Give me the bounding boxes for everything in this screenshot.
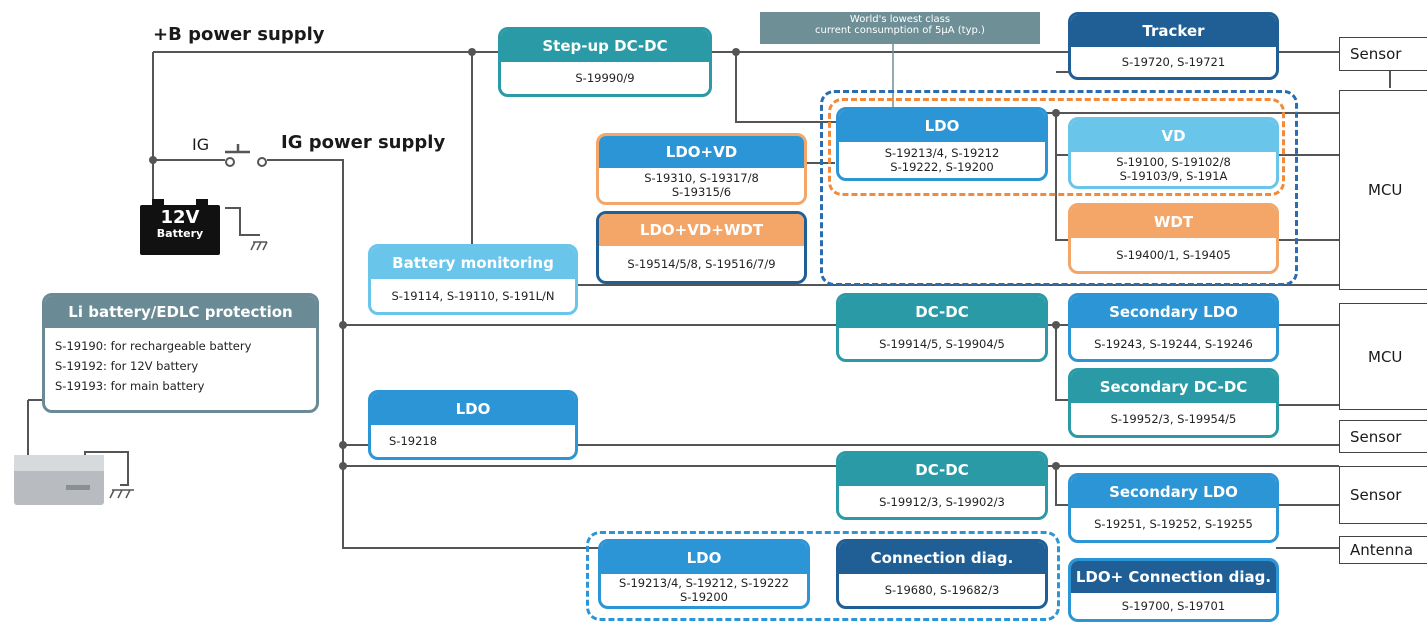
part-number: S-19912/3, S-19902/3 xyxy=(879,494,1005,509)
block-title: Secondary LDO xyxy=(1071,296,1276,328)
output-mcu-2: MCU xyxy=(1339,303,1427,410)
callout-line-1: World's lowest class xyxy=(849,14,951,25)
output-sensor-1: Sensor xyxy=(1339,37,1427,71)
battery-label: Battery xyxy=(156,227,204,240)
part-number: S-19190: for rechargeable battery xyxy=(55,339,252,353)
part-number: S-19251, S-19252, S-19255 xyxy=(1094,517,1253,531)
part-number: S-19700, S-19701 xyxy=(1121,599,1226,613)
part-number: S-19218 xyxy=(389,434,438,448)
block-title: Li battery/EDLC protection xyxy=(45,296,316,328)
part-number: S-19914/5, S-19904/5 xyxy=(879,336,1005,351)
output-sensor-2: Sensor xyxy=(1339,420,1427,453)
part-number: S-19400/1, S-19405 xyxy=(1116,247,1231,262)
part-number: S-19514/5/8, S-19516/7/9 xyxy=(627,256,776,271)
block-title: WDT xyxy=(1071,206,1276,238)
block-title: LDO+VD+WDT xyxy=(599,214,804,246)
part-number: S-19192: for 12V battery xyxy=(55,359,199,373)
block-title: VD xyxy=(1071,120,1276,152)
part-number: S-19990/9 xyxy=(575,71,635,85)
battery-voltage: 12V xyxy=(160,207,200,228)
battery-12v: 12V Battery xyxy=(140,208,220,240)
block-title: LDO xyxy=(839,110,1045,142)
callout-line-2: current consumption of 5μA (typ.) xyxy=(815,25,985,36)
part-number: S-19114, S-19110, S-191L/N xyxy=(391,288,555,303)
ldo-vd-wdt-block[interactable]: LDO+VD+WDT S-19514/5/8, S-19516/7/9 xyxy=(596,211,807,284)
part-number: S-19213/4, S-19212, S-19222 xyxy=(619,576,789,590)
dcdc-block-1[interactable]: DC-DC S-19914/5, S-19904/5 xyxy=(836,293,1048,362)
li-battery-edlc-protection-block[interactable]: Li battery/EDLC protection S-19190: for … xyxy=(42,293,319,413)
secondary-ldo-block-1[interactable]: Secondary LDO S-19243, S-19244, S-19246 xyxy=(1068,293,1279,362)
vd-block[interactable]: VD S-19100, S-19102/8 S-19103/9, S-191A xyxy=(1068,117,1279,189)
battery-monitoring-block[interactable]: Battery monitoring S-19114, S-19110, S-1… xyxy=(368,244,578,315)
block-title: Secondary DC-DC xyxy=(1071,371,1276,403)
part-number: S-19243, S-19244, S-19246 xyxy=(1094,336,1253,351)
ldo-group-blue-dashed xyxy=(820,90,1298,286)
ig-switch-label: IG xyxy=(192,135,210,154)
part-number: S-19103/9, S-191A xyxy=(1119,169,1228,183)
tracker-block[interactable]: Tracker S-19720, S-19721 xyxy=(1068,12,1279,80)
block-title: Secondary LDO xyxy=(1071,476,1276,508)
part-number: S-19310, S-19317/8 xyxy=(644,171,759,185)
ldo-bottom-block[interactable]: LDO S-19213/4, S-19212, S-19222 S-19200 xyxy=(598,539,810,609)
block-title: Connection diag. xyxy=(839,542,1045,574)
output-antenna: Antenna xyxy=(1339,536,1427,564)
ldo-vd-group-orange-dashed xyxy=(828,98,1285,196)
ldo-connection-diag-block[interactable]: LDO+ Connection diag. S-19700, S-19701 xyxy=(1068,558,1279,622)
connection-diag-block[interactable]: Connection diag. S-19680, S-19682/3 xyxy=(836,539,1048,609)
block-title: DC-DC xyxy=(839,296,1045,328)
block-title: Step-up DC-DC xyxy=(501,30,709,62)
part-number: S-19200 xyxy=(679,590,729,604)
battery-12v-icon xyxy=(140,199,220,255)
ig-power-supply-label: IG power supply xyxy=(281,132,446,153)
ldo-s19218-block[interactable]: LDO S-19218 xyxy=(368,390,578,460)
secondary-dcdc-block[interactable]: Secondary DC-DC S-19952/3, S-19954/5 xyxy=(1068,368,1279,438)
lowest-current-callout: World's lowest class current consumption… xyxy=(760,12,1040,44)
part-number: S-19720, S-19721 xyxy=(1121,55,1226,69)
part-number: S-19680, S-19682/3 xyxy=(884,583,1000,597)
secondary-ldo-block-2[interactable]: Secondary LDO S-19251, S-19252, S-19255 xyxy=(1068,473,1279,543)
block-title: Tracker xyxy=(1071,15,1276,47)
block-title: LDO+ Connection diag. xyxy=(1071,561,1276,593)
output-sensor-3: Sensor xyxy=(1339,466,1427,524)
part-number: S-19222, S-19200 xyxy=(890,160,994,174)
ldo-conn-group-dashed xyxy=(586,531,1060,621)
part-number: S-19315/6 xyxy=(671,185,732,199)
step-up-dcdc-block[interactable]: Step-up DC-DC S-19990/9 xyxy=(498,27,712,97)
part-number: S-19193: for main battery xyxy=(55,379,205,393)
block-title: Battery monitoring xyxy=(371,247,575,279)
part-number: S-19213/4, S-19212 xyxy=(884,146,1000,160)
block-title: LDO xyxy=(371,393,575,425)
block-title: LDO+VD xyxy=(599,136,804,168)
ldo-main-block[interactable]: LDO S-19213/4, S-19212 S-19222, S-19200 xyxy=(836,107,1048,181)
b-plus-power-supply-label: +B power supply xyxy=(153,24,325,45)
part-number: S-19100, S-19102/8 xyxy=(1116,155,1231,169)
part-number: S-19952/3, S-19954/5 xyxy=(1110,412,1237,426)
dcdc-block-2[interactable]: DC-DC S-19912/3, S-19902/3 xyxy=(836,451,1048,520)
output-mcu-1: MCU xyxy=(1339,90,1427,290)
wdt-block[interactable]: WDT S-19400/1, S-19405 xyxy=(1068,203,1279,274)
ldo-vd-block[interactable]: LDO+VD S-19310, S-19317/8 S-19315/6 xyxy=(596,133,807,205)
li-battery-icon xyxy=(14,455,104,505)
block-title: DC-DC xyxy=(839,454,1045,486)
block-title: LDO xyxy=(601,542,807,574)
